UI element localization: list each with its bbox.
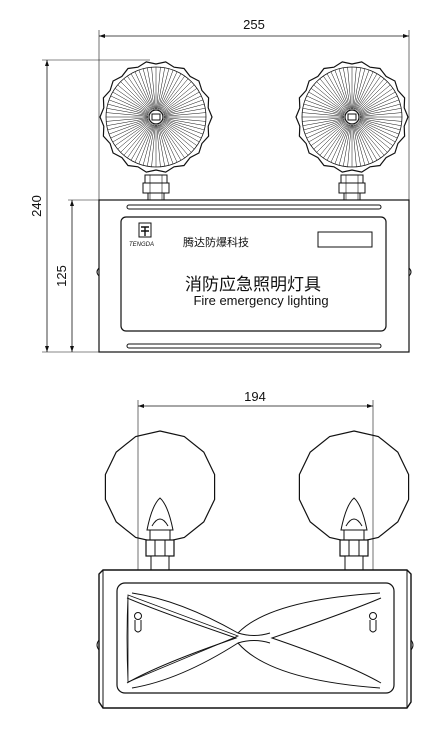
- rear-housing: [96, 569, 414, 709]
- title-chinese: 消防应急照明灯具: [185, 275, 321, 295]
- keyhole-slot-right: [369, 612, 377, 633]
- rear-view: [96, 400, 414, 709]
- front-lamp-mount-right: [338, 174, 366, 201]
- company-name: 腾达防爆科技: [183, 235, 249, 249]
- rear-inner-panel: [116, 582, 395, 694]
- rear-lamp-neck-left: [145, 497, 175, 571]
- dimension-height-125: [68, 199, 99, 352]
- front-view: TENGDA: [42, 30, 412, 353]
- front-texts: 255 240 125 腾达防爆科技 消防应急照明灯具 Fire emergen…: [29, 17, 329, 308]
- title-english: Fire emergency lighting: [193, 293, 328, 308]
- front-lamp-head-right: [295, 61, 409, 173]
- dimension-label-spacing: 194: [244, 389, 266, 404]
- dimension-label-height-body: 125: [54, 265, 69, 287]
- front-lamp-mount-left: [142, 174, 170, 201]
- front-lamp-head-left: [99, 61, 213, 173]
- label-panel: [120, 216, 387, 332]
- dimension-label-height-total: 240: [29, 195, 44, 217]
- logo-text: TENGDA: [129, 242, 154, 248]
- company-logo: TENGDA: [129, 222, 154, 248]
- keyhole-slot-left: [134, 612, 142, 633]
- dimension-label-width: 255: [243, 17, 265, 32]
- front-housing: [96, 199, 412, 353]
- dimension-height-240: [42, 59, 150, 353]
- label-window: [317, 231, 373, 248]
- rear-lamp-neck-right: [339, 497, 369, 571]
